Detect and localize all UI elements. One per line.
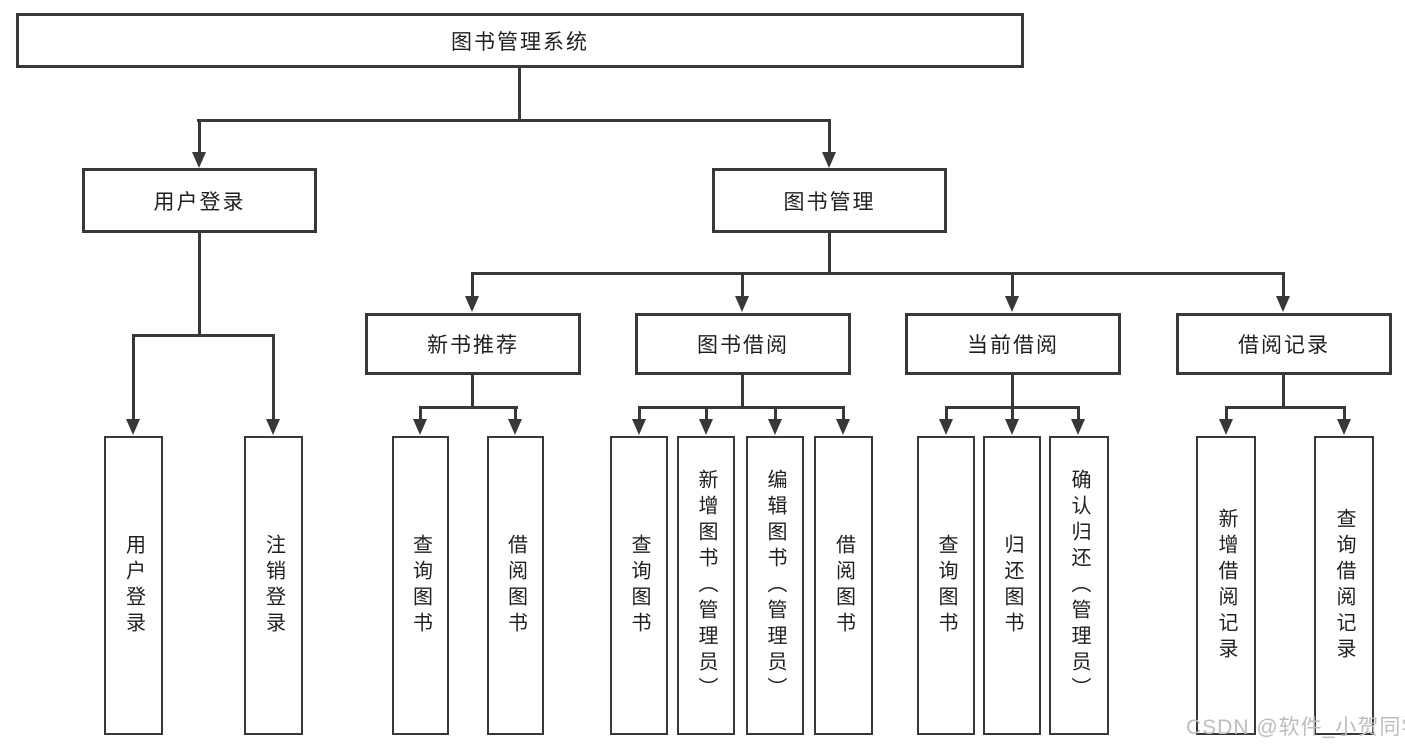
node-book-borrow: 图书借阅 [635, 313, 851, 375]
connector-line [828, 119, 831, 155]
connector-line [419, 406, 422, 422]
arrowhead-down-icon [1276, 296, 1290, 312]
node-label: 查询图书 [935, 533, 957, 638]
connector-line [842, 406, 845, 422]
arrowhead-down-icon [632, 419, 646, 435]
leaf-query-books-newrec: 查询图书 [392, 436, 449, 735]
connector-line [132, 334, 274, 337]
connector-line [774, 406, 777, 422]
arrowhead-down-icon [1005, 296, 1019, 312]
leaf-query-books-borrow: 查询图书 [610, 436, 668, 735]
arrowhead-down-icon [822, 152, 836, 168]
connector-line [198, 119, 201, 155]
connector-line [1282, 272, 1285, 298]
node-label: 确认归还（管理员） [1068, 468, 1090, 703]
csdn-watermark: CSDN @软件_小贺同学 [1186, 716, 1405, 739]
node-label: 借阅记录 [1238, 334, 1330, 357]
connector-line [471, 272, 1285, 275]
leaf-borrow-books-borrow: 借阅图书 [814, 436, 873, 735]
arrowhead-down-icon [1219, 419, 1233, 435]
leaf-logout: 注销登录 [244, 436, 303, 735]
leaf-edit-book-admin: 编辑图书（管理员） [746, 436, 804, 735]
node-label: 编辑图书（管理员） [764, 468, 786, 703]
connector-line [1077, 406, 1080, 422]
arrowhead-down-icon [126, 419, 140, 435]
node-label: 当前借阅 [967, 334, 1059, 357]
arrowhead-down-icon [1005, 419, 1019, 435]
node-label: 借阅图书 [504, 533, 527, 638]
leaf-query-books-current: 查询图书 [917, 436, 975, 735]
arrowhead-down-icon [768, 419, 782, 435]
arrowhead-down-icon [508, 419, 522, 435]
node-label: 用户登录 [122, 533, 145, 638]
connector-line [471, 375, 474, 409]
arrowhead-down-icon [735, 296, 749, 312]
connector-line [514, 406, 517, 422]
node-label: 注销登录 [262, 533, 285, 638]
arrowhead-down-icon [465, 296, 479, 312]
node-new-book-recommend: 新书推荐 [365, 313, 581, 375]
node-label: 查询图书 [628, 533, 650, 638]
connector-line [638, 406, 845, 409]
node-label: 查询图书 [409, 533, 432, 638]
node-book-management: 图书管理 [712, 168, 947, 233]
connector-line [419, 406, 518, 409]
node-user-login: 用户登录 [82, 168, 317, 233]
connector-line [198, 233, 201, 337]
connector-line [471, 272, 474, 298]
connector-line [741, 272, 744, 298]
arrowhead-down-icon [192, 152, 206, 168]
node-label: 图书管理 [783, 190, 876, 214]
connector-line [638, 406, 641, 422]
connector-line [1011, 272, 1014, 298]
node-label: 归还图书 [1001, 533, 1023, 638]
leaf-add-book-admin: 新增图书（管理员） [677, 436, 735, 735]
node-current-borrow: 当前借阅 [905, 313, 1121, 375]
leaf-user-login: 用户登录 [104, 436, 163, 735]
arrowhead-down-icon [266, 419, 280, 435]
arrowhead-down-icon [413, 419, 427, 435]
connector-line [828, 232, 831, 275]
connector-line [1011, 375, 1014, 409]
arrowhead-down-icon [1337, 419, 1351, 435]
connector-line [518, 66, 521, 121]
leaf-confirm-return-admin: 确认归还（管理员） [1049, 436, 1109, 735]
connector-line [1225, 406, 1228, 422]
node-label: 新增图书（管理员） [695, 468, 717, 703]
arrowhead-down-icon [1071, 419, 1085, 435]
connector-line [741, 375, 744, 409]
connector-line [1011, 406, 1014, 422]
arrowhead-down-icon [836, 419, 850, 435]
node-label: 新增借阅记录 [1215, 507, 1237, 664]
arrowhead-down-icon [939, 419, 953, 435]
leaf-add-borrow-record: 新增借阅记录 [1196, 436, 1256, 735]
node-label: 新书推荐 [427, 334, 519, 357]
node-root-library-system: 图书管理系统 [16, 13, 1024, 68]
connector-line [197, 119, 831, 122]
connector-line [132, 334, 135, 420]
node-label: 图书借阅 [697, 334, 789, 357]
connector-line [1343, 406, 1346, 422]
leaf-query-borrow-record: 查询借阅记录 [1314, 436, 1374, 735]
node-borrow-records: 借阅记录 [1176, 313, 1392, 375]
node-label: 借阅图书 [832, 533, 855, 638]
connector-line [1282, 375, 1285, 409]
connector-line [945, 406, 948, 422]
leaf-borrow-books-newrec: 借阅图书 [487, 436, 544, 735]
connector-line [1225, 406, 1345, 409]
connector-line [272, 334, 275, 420]
leaf-return-book: 归还图书 [983, 436, 1041, 735]
node-label: 用户登录 [153, 190, 246, 214]
node-label: 查询借阅记录 [1333, 507, 1355, 664]
node-label: 图书管理系统 [451, 30, 589, 54]
connector-line [705, 406, 708, 422]
arrowhead-down-icon [699, 419, 713, 435]
